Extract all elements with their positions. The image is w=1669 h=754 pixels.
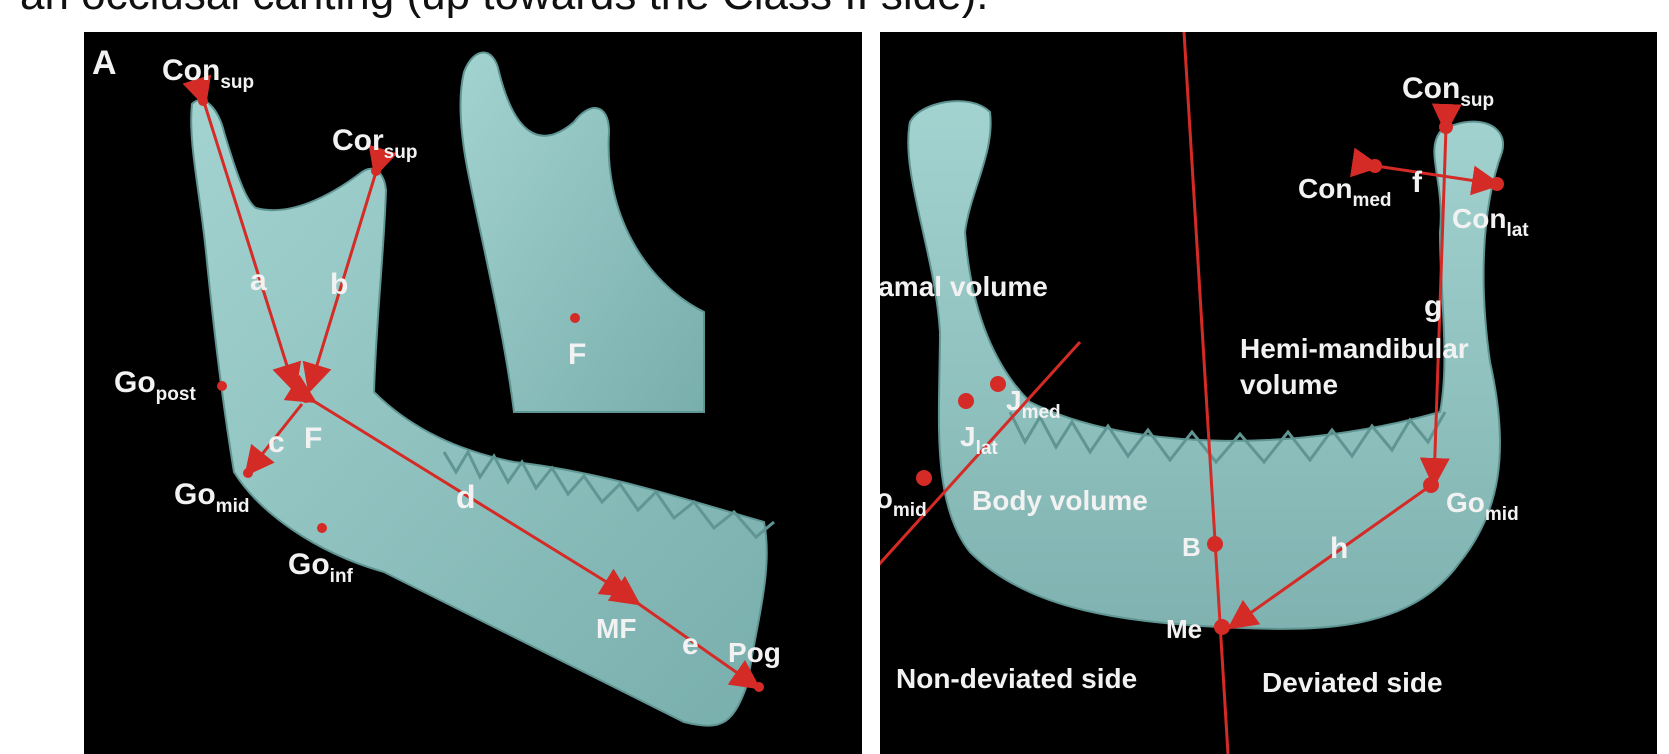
label-measure-b: b	[330, 268, 348, 301]
figure-caption: an occlusal canting (up towards the Clas…	[20, 0, 988, 20]
label-b: B	[1182, 532, 1201, 562]
point-go-mid-right	[1423, 477, 1439, 493]
panel-a-diagram: A Consup Corsup Gopost Gomid Goinf F F M…	[84, 32, 862, 754]
label-inset-f: F	[568, 338, 586, 371]
point-pog	[754, 682, 764, 692]
point-f	[301, 393, 311, 403]
label-measure-e: e	[682, 628, 699, 661]
label-go-mid: Gomid	[174, 478, 249, 517]
label-ramal-volume: Ramal volume	[880, 271, 1048, 302]
label-mf: MF	[596, 613, 636, 644]
label-measure-h: h	[1330, 532, 1348, 565]
label-measure-f: f	[1412, 166, 1423, 199]
point-mf	[624, 590, 634, 600]
label-con-sup: Consup	[162, 54, 254, 93]
point-me	[1214, 619, 1230, 635]
label-f: F	[304, 422, 322, 455]
point-inset-f	[570, 313, 580, 323]
label-con-sup: Consup	[1402, 72, 1494, 111]
label-measure-d: d	[456, 479, 476, 515]
label-measure-a: a	[250, 264, 267, 297]
point-go-inf	[317, 523, 327, 533]
point-con-sup	[198, 96, 208, 106]
label-go-post: Gopost	[114, 366, 196, 405]
label-con-med: Conmed	[1298, 173, 1392, 211]
label-pog: Pog	[728, 637, 781, 668]
point-con-med	[1368, 159, 1382, 173]
point-cor-sup	[371, 166, 381, 176]
point-con-lat	[1490, 177, 1504, 191]
label-me: Me	[1166, 614, 1202, 644]
panel-a: A Consup Corsup Gopost Gomid Goinf F F M…	[84, 32, 862, 754]
label-hemi-mandibular-1: Hemi-mandibular	[1240, 333, 1469, 364]
point-b	[1207, 536, 1223, 552]
label-body-volume: Body volume	[972, 485, 1148, 516]
point-con-sup	[1439, 120, 1453, 134]
label-measure-g: g	[1424, 290, 1442, 323]
label-non-deviated-side: Non-deviated side	[896, 663, 1137, 694]
label-go-mid-left: Gomid	[880, 483, 927, 521]
point-go-mid-left	[916, 470, 932, 486]
point-j-med	[990, 376, 1006, 392]
midline	[1184, 32, 1228, 754]
panel-b-diagram: B Consup Conmed Conlat Jmed Jlat Gomid G…	[880, 32, 1657, 754]
panel-a-letter: A	[92, 44, 117, 82]
point-go-post	[217, 381, 227, 391]
label-measure-c: c	[268, 426, 285, 459]
label-cor-sup: Corsup	[332, 124, 417, 163]
panel-b: B Consup Conmed Conlat Jmed Jlat Gomid G…	[880, 32, 1657, 754]
point-j-lat	[958, 393, 974, 409]
point-go-mid	[243, 468, 253, 478]
label-hemi-mandibular-2: volume	[1240, 369, 1338, 400]
label-deviated-side: Deviated side	[1262, 667, 1443, 698]
